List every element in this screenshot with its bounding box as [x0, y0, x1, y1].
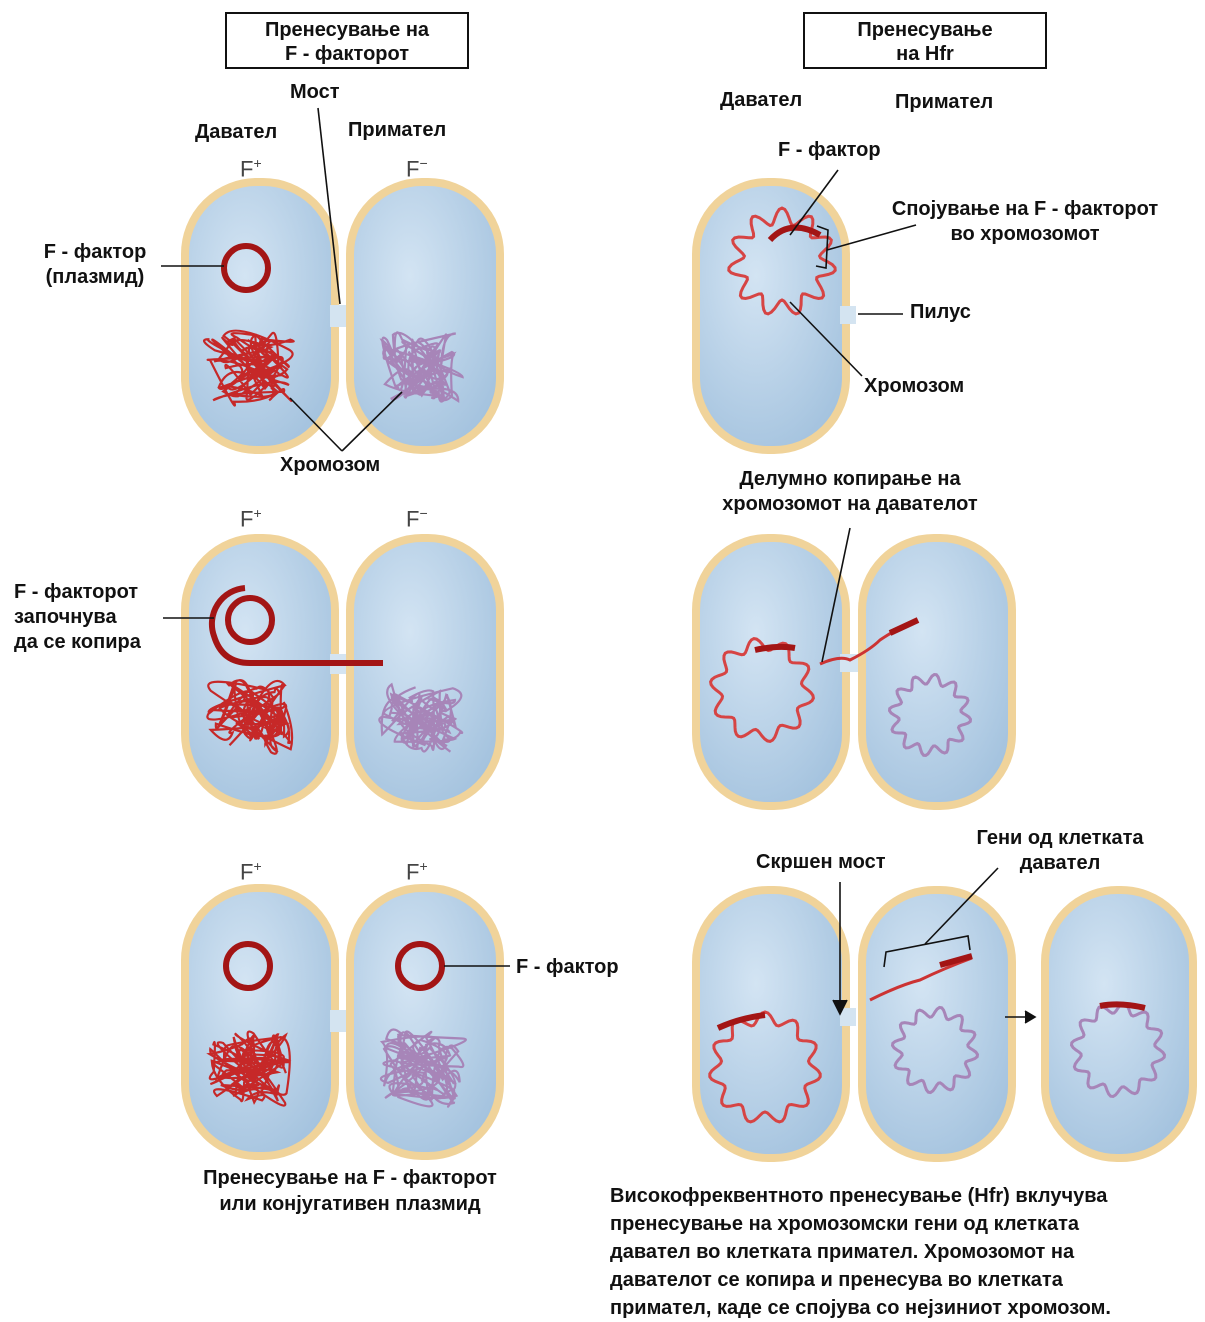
right-header-line2: на Hfr [805, 42, 1045, 66]
cell-recipient [350, 538, 500, 806]
label-broken-bridge: Скршен мост [756, 850, 886, 875]
label-hromozom-right: Хромозом [864, 374, 964, 399]
label-f-minus-r2: F− [406, 505, 428, 532]
right-paragraph: Високофреквентното пренесување (Hfr) вкл… [610, 1182, 1111, 1322]
label-primatel-left: Примател [348, 118, 446, 143]
left-header-line1: Пренесување на [227, 18, 467, 42]
copied-fragment [755, 647, 795, 650]
label-f-plus-r2: F+ [240, 505, 262, 532]
right-row2-cells [696, 538, 1012, 806]
cell-recipient [862, 890, 1012, 1158]
right-row1-cells [696, 182, 856, 450]
label-davatel-left: Давател [195, 120, 277, 145]
label-partial-copy: Делумно копирање на хромозомот на давате… [690, 467, 1010, 517]
left-row1-cells [185, 182, 500, 450]
label-pilus: Пилус [910, 300, 971, 325]
label-integration: Спојување на F - факторот во хромозомот [860, 197, 1190, 247]
label-davatel-right: Давател [720, 88, 802, 113]
label-most: Мост [290, 80, 340, 105]
label-f-minus-r1: F− [406, 155, 428, 182]
cell-donor [185, 888, 335, 1156]
left-caption: Пренесување на F - факторот или конјугат… [160, 1165, 540, 1217]
label-primatel-right: Примател [895, 90, 993, 115]
cell-donor [696, 182, 846, 450]
left-row3-cells [185, 888, 500, 1156]
left-header-box: Пренесување на F - факторот [225, 12, 469, 69]
label-f-plus-r3a: F+ [240, 858, 262, 885]
cell-donor [185, 182, 335, 450]
label-donor-genes: Гени од клетката давател [955, 826, 1165, 876]
right-row3-cells [696, 890, 1193, 1158]
left-row2-cells [185, 538, 500, 806]
left-header-line2: F - факторот [227, 42, 467, 66]
cell-recipient [350, 182, 500, 450]
cell-donor [185, 538, 335, 806]
label-f-plus-r1: F+ [240, 155, 262, 182]
cell-recipient [350, 888, 500, 1156]
label-f-factor-left: F - фактор [516, 955, 619, 980]
cell-donor [696, 538, 846, 806]
label-f-plasmid: F - фактор (плазмид) [30, 240, 160, 290]
right-header-box: Пренесување на Hfr [803, 12, 1047, 69]
label-f-factor-right: F - фактор [778, 138, 881, 163]
cell-recombinant [1045, 890, 1193, 1158]
right-header-line1: Пренесување [805, 18, 1045, 42]
label-f-copy: F - факторот започнува да се копира [14, 580, 141, 655]
pilus [840, 306, 856, 324]
cell-recipient [862, 538, 1012, 806]
label-f-plus-r3b: F+ [406, 858, 428, 885]
label-hromozom-left: Хромозом [280, 453, 380, 478]
integrated-donor-genes [1100, 1004, 1145, 1008]
